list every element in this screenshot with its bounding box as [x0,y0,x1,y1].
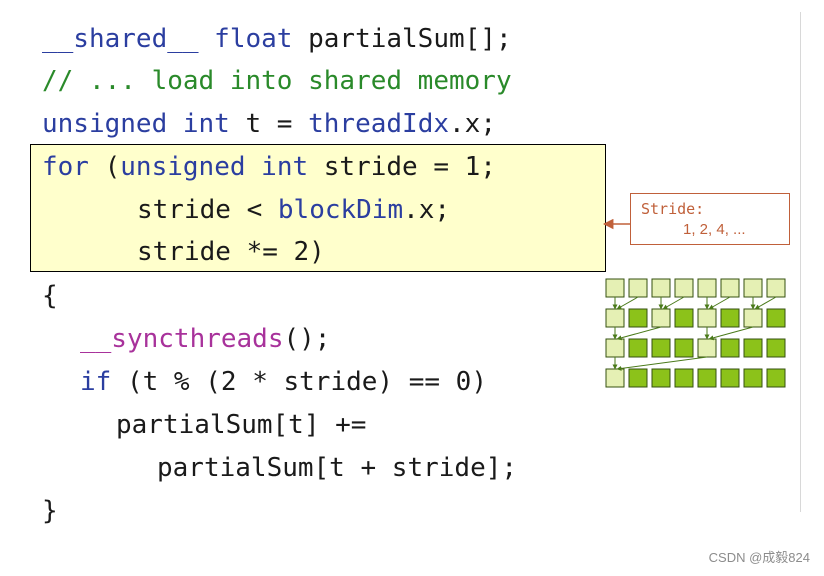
code-line-for-step: stride *= 2) [137,237,325,267]
diagram-cell [674,308,694,328]
diagram-arrow [662,296,685,310]
diagram-arrow [616,326,662,341]
diagram-cell [605,308,625,328]
code-line-shared-decl: __shared__ float partialSum[]; [42,24,512,54]
diagram-cell [697,338,717,358]
diagram-cell [628,368,648,388]
diagram-cell [697,308,717,328]
diagram-cell [720,308,740,328]
code-line-close-brace: } [42,496,58,526]
diagram-cell [743,308,763,328]
diagram-cell [674,338,694,358]
code-text: } [42,496,58,526]
code-line-for-init: for (unsigned int stride = 1; [42,152,496,182]
slide-right-rule [800,12,801,512]
code-text: .x; [403,195,451,225]
diagram-cell [697,278,717,298]
code-text: { [42,281,58,311]
watermark: CSDN @成毅824 [708,550,810,565]
code-keyword: unsigned int [120,152,309,182]
diagram-cell [766,278,786,298]
diagram-cell [766,308,786,328]
stride-callout-values: 1, 2, 4, ... [683,221,746,238]
code-text: stride < [137,195,278,225]
code-keyword: if [80,367,112,397]
code-line-thread-index: unsigned int t = threadIdx.x; [42,109,496,139]
diagram-cell [628,338,648,358]
code-builtin: blockDim [277,195,404,225]
diagram-cell [628,278,648,298]
code-line-accumulate-rhs: partialSum[t + stride]; [157,453,517,483]
diagram-cell [766,338,786,358]
code-builtin: threadIdx [308,109,450,139]
diagram-cell [605,338,625,358]
stride-callout: Stride: 1, 2, 4, ... [630,193,790,245]
code-line-if: if (t % (2 * stride) == 0) [80,367,487,397]
diagram-arrow [754,296,777,310]
code-line-comment: // ... load into shared memory [42,66,512,96]
diagram-cell [743,278,763,298]
diagram-cell [605,278,625,298]
diagram-cell [651,308,671,328]
code-line-open-brace: { [42,281,58,311]
diagram-arrow [616,356,708,371]
diagram-cell [674,278,694,298]
diagram-cell [651,368,671,388]
code-function: __syncthreads [80,324,284,354]
diagram-cell [651,338,671,358]
diagram-cell [674,368,694,388]
diagram-cell [720,278,740,298]
stride-callout-title: Stride: [641,200,705,218]
code-line-syncthreads: __syncthreads(); [80,324,330,354]
diagram-cells [605,278,786,388]
code-text: (t % (2 * stride) == 0) [111,367,487,397]
code-keyword: unsigned int [42,109,230,139]
code-text: ( [88,152,121,182]
diagram-cell [628,308,648,328]
diagram-cell [743,368,763,388]
code-text: partialSum[t + stride]; [157,453,518,483]
code-text: stride = 1; [308,152,496,182]
diagram-cell [605,368,625,388]
diagram-cell [651,278,671,298]
for-loop-highlight-box [30,144,606,272]
diagram-arrow [616,296,639,310]
code-text: partialSum[]; [292,24,512,54]
code-text: stride *= 2) [137,237,325,267]
code-keyword: __shared__ float [42,24,293,54]
diagram-arrow [708,326,754,341]
code-keyword: for [42,152,89,182]
code-line-for-condition: stride < blockDim.x; [137,195,450,225]
code-comment: // ... load into shared memory [42,66,512,96]
code-text: .x; [449,109,496,139]
diagram-cell [720,368,740,388]
code-text: partialSum[t] += [116,410,367,440]
diagram-arrow [708,296,731,310]
code-line-accumulate: partialSum[t] += [116,410,366,440]
code-text: t = [229,109,309,139]
diagram-cell [720,338,740,358]
code-text: (); [283,324,331,354]
diagram-cell [743,338,763,358]
diagram-arrows [612,296,777,371]
diagram-cell [766,368,786,388]
diagram-cell [697,368,717,388]
